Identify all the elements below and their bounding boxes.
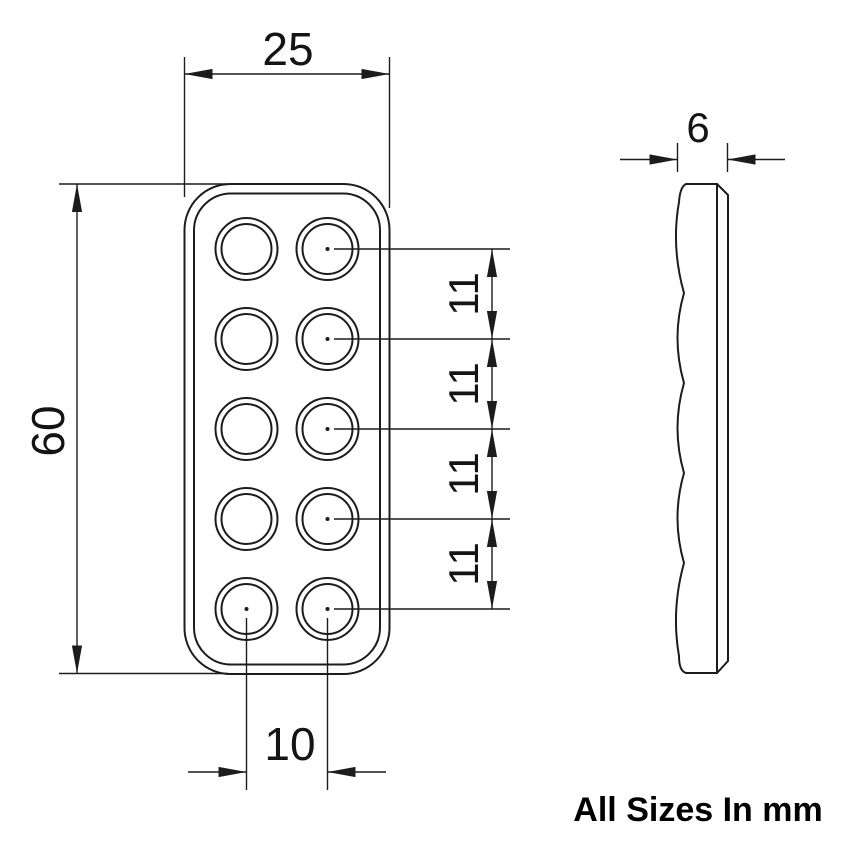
center-dot <box>325 247 330 251</box>
hole-outer <box>214 487 279 551</box>
height-value: 60 <box>22 405 74 456</box>
row-pitch-value-1: 11 <box>440 272 487 316</box>
arrowhead-up-icon <box>486 339 498 367</box>
hole-inner <box>220 403 273 455</box>
dimension-height: 60 <box>22 183 228 675</box>
hole-outer <box>214 217 279 281</box>
dimension-hole-spacing: 10 <box>188 618 386 790</box>
side-view <box>674 183 729 674</box>
arrowhead-down-icon <box>486 491 498 519</box>
hole-outer <box>214 397 279 461</box>
row-pitch-value-2: 11 <box>440 362 487 406</box>
arrowhead-up-icon <box>486 519 498 547</box>
arrowhead-left-icon <box>727 154 756 165</box>
width-value: 25 <box>262 23 313 75</box>
arrowhead-down-icon <box>486 401 498 429</box>
arrowhead-right-icon <box>649 154 678 165</box>
arrowhead-down-icon <box>486 311 498 339</box>
dimension-thickness: 6 <box>620 104 785 172</box>
arrowhead-up-icon <box>71 184 83 212</box>
hole-outer <box>214 307 279 371</box>
row-pitch-value-3: 11 <box>440 452 487 496</box>
dimension-width: 25 <box>183 23 391 208</box>
center-dot <box>325 337 330 341</box>
hole-center-marks <box>244 247 330 611</box>
dimension-row-pitch-chain: 11 11 11 11 <box>334 248 510 610</box>
hole-inner <box>220 493 273 545</box>
arrowhead-up-icon <box>486 249 498 277</box>
thickness-value: 6 <box>686 104 709 151</box>
center-dot <box>325 607 330 611</box>
center-dot <box>325 427 330 431</box>
center-dot <box>244 607 249 611</box>
arrowhead-right-icon <box>218 766 247 778</box>
units-note: All Sizes In mm <box>573 791 822 829</box>
arrowhead-right-icon <box>361 68 390 80</box>
arrowhead-down-icon <box>71 645 83 674</box>
arrowhead-up-icon <box>486 429 498 457</box>
side-profile-outline <box>674 183 729 674</box>
arrowhead-left-icon <box>327 766 356 778</box>
hole-spacing-value: 10 <box>264 718 315 770</box>
center-dot <box>325 517 330 521</box>
arrowhead-down-icon <box>486 581 498 609</box>
arrowhead-left-icon <box>184 68 213 80</box>
hole-inner <box>220 223 273 275</box>
row-pitch-value-4: 11 <box>440 542 487 586</box>
hole-inner <box>220 313 273 365</box>
